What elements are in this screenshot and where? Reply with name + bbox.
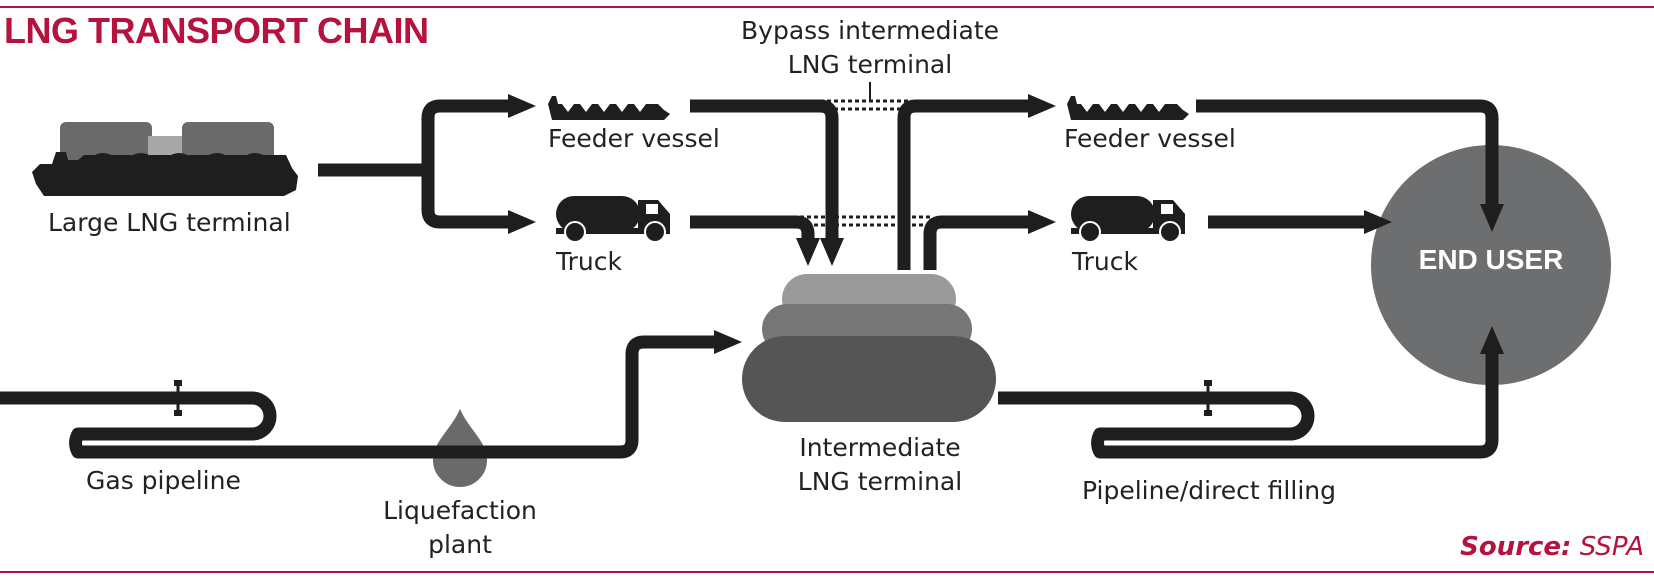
intermediate-terminal-label: Intermediate LNG terminal [760, 431, 1000, 499]
flow-feeder-to-terminal [690, 99, 844, 266]
source-prefix: Source: [1460, 532, 1572, 562]
bypass-label-line2: LNG terminal [787, 50, 953, 79]
bypass-label-line1: Bypass intermediate [741, 16, 999, 45]
liquefaction-label-line1: Liquefaction [383, 496, 537, 525]
intermediate-label-line1: Intermediate [799, 433, 961, 462]
feeder-vessel-label-2: Feeder vessel [1064, 124, 1236, 153]
intermediate-label-line2: LNG terminal [797, 467, 963, 496]
large-terminal-label: Large LNG terminal [48, 208, 291, 237]
feeder-vessel-icon [548, 96, 670, 120]
flow-pipeline-filling [998, 326, 1504, 459]
flow-split-to-feeder [421, 99, 512, 229]
flow-terminal-to-truck [923, 210, 1056, 270]
liquefaction-label: Liquefaction plant [360, 494, 560, 562]
truck-label-2: Truck [1072, 247, 1138, 276]
flow-gas-pipeline [0, 330, 742, 459]
feeder-vessel-icon [1067, 96, 1189, 120]
truck-icon [556, 196, 670, 243]
bypass-label: Bypass intermediate LNG terminal [720, 14, 1020, 82]
gas-pipeline-label: Gas pipeline [86, 466, 241, 495]
flow-lines [0, 94, 1504, 459]
end-user-label: END USER [1418, 244, 1564, 275]
liquefaction-label-line2: plant [428, 530, 492, 559]
pipeline-filling-label: Pipeline/direct filling [1082, 476, 1336, 505]
flow-terminal-to-feeder [897, 94, 1056, 270]
end-user-circle [1371, 145, 1611, 385]
pipeline-valve-icon [174, 380, 182, 416]
flow-truck-to-terminal [690, 215, 820, 266]
flow-feeder-to-enduser [1196, 99, 1504, 232]
source-credit: Source: SSPA [1460, 532, 1644, 562]
lng-ship-icon [32, 122, 298, 196]
page-title: LNG TRANSPORT CHAIN [4, 10, 429, 51]
storage-tank-icon [742, 274, 996, 422]
truck-icon [1071, 196, 1185, 243]
source-name: SSPA [1579, 532, 1644, 562]
feeder-vessel-label-1: Feeder vessel [548, 124, 720, 153]
truck-label-1: Truck [556, 247, 622, 276]
bypass-dotted-lines [800, 99, 932, 227]
pipeline-valve-icon [1204, 380, 1212, 416]
